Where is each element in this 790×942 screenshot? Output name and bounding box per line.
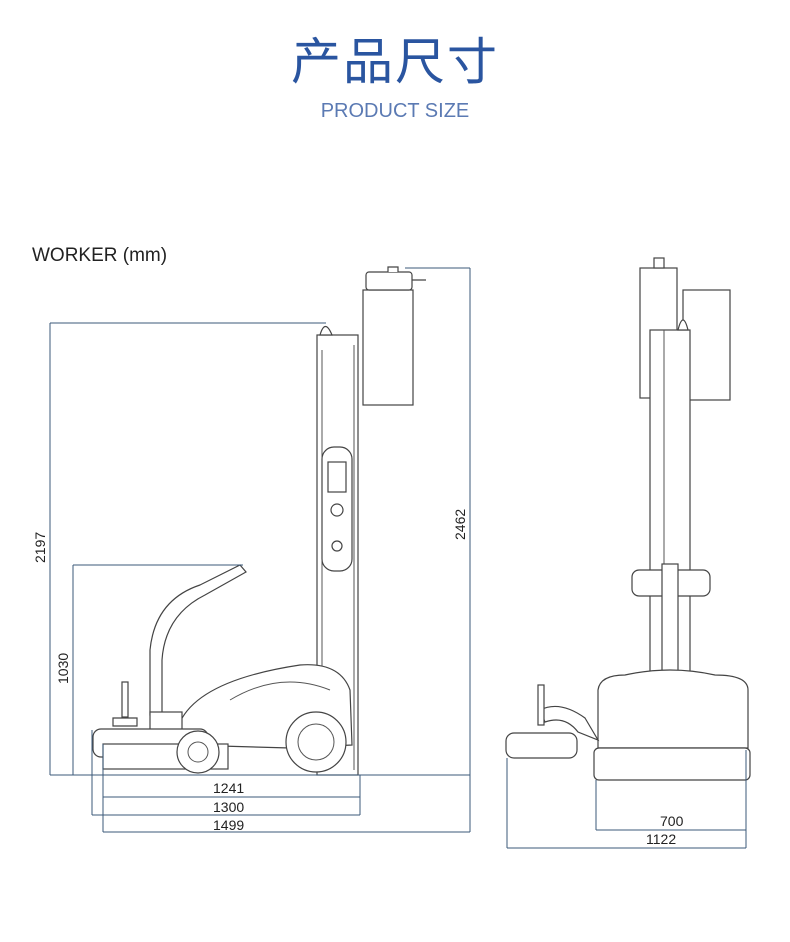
side-view-robot [92,266,426,776]
front-view-dimensions [506,750,747,849]
dim-1241: 1241 [213,780,244,796]
dim-1122: 1122 [646,831,676,847]
front-view-robot [505,257,751,781]
dim-1300: 1300 [213,799,244,815]
page-subtitle: PRODUCT SIZE [320,100,470,122]
dim-2462: 2462 [452,509,468,540]
dim-1030: 1030 [55,653,71,684]
dim-2197: 2197 [32,532,48,563]
side-view-dimensions [49,267,471,833]
page-title: 产品尺寸 [291,33,499,91]
dim-700: 700 [660,813,684,829]
dim-1499: 1499 [213,817,244,833]
model-label: WORKER (mm) [32,245,168,266]
